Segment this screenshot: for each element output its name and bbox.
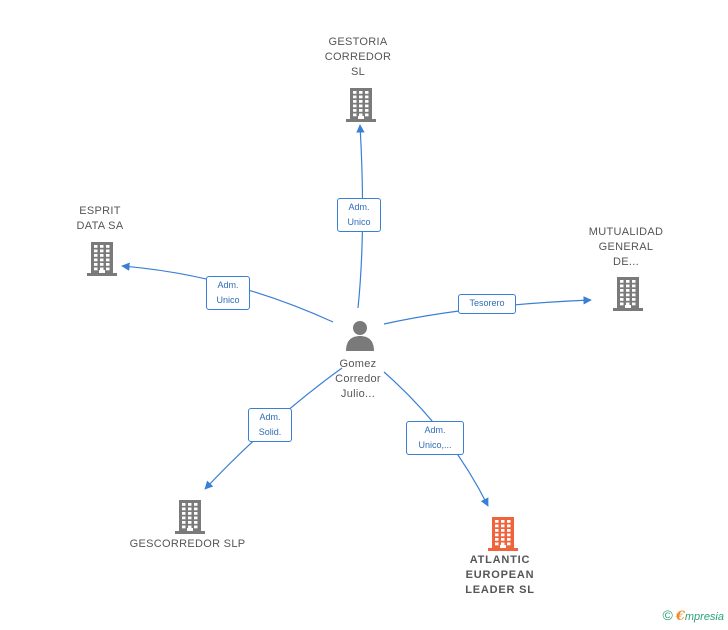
- company-label-atlantic-line: EUROPEAN: [465, 569, 535, 581]
- company-label-gestoria-line: SL: [350, 66, 366, 78]
- role-badge-esprit-line: Unico: [216, 295, 240, 305]
- company-label-gestoria-line: GESTORIA: [328, 36, 388, 48]
- copyright-symbol: ©: [662, 607, 673, 623]
- role-badge-atlantic-line: Adm.: [424, 425, 446, 435]
- role-badge-gescorredor[interactable]: Adm. Solid.: [248, 408, 292, 442]
- company-label-mutualidad-line: GENERAL: [598, 241, 654, 253]
- company-label-atlantic[interactable]: ATLANTIC EUROPEAN LEADER SL: [450, 553, 550, 598]
- company-label-mutualidad[interactable]: MUTUALIDAD GENERAL DE...: [581, 225, 671, 270]
- role-badge-gescorredor-line: Adm.: [259, 412, 281, 422]
- person-icon[interactable]: [343, 318, 377, 352]
- building-icon[interactable]: [487, 515, 519, 551]
- role-badge-gestoria-line: Adm.: [348, 202, 370, 212]
- center-person-label-line: Gomez: [339, 358, 377, 370]
- company-label-mutualidad-line: DE...: [613, 256, 639, 268]
- company-label-esprit[interactable]: ESPRIT DATA SA: [60, 204, 140, 234]
- company-label-esprit-line: DATA SA: [76, 220, 124, 232]
- brand-name: mpresia: [684, 611, 724, 623]
- company-label-gestoria[interactable]: GESTORIA CORREDOR SL: [318, 35, 398, 80]
- brand-logo-e: €: [675, 609, 685, 624]
- building-icon[interactable]: [174, 498, 206, 534]
- building-icon[interactable]: [612, 275, 644, 311]
- company-label-gescorredor-line: GESCORREDOR SLP: [129, 538, 246, 550]
- building-icon[interactable]: [86, 240, 118, 276]
- center-person-label-line: Julio...: [340, 388, 376, 400]
- building-icon[interactable]: [345, 86, 377, 122]
- footer-brand: ©€mpresia: [663, 607, 725, 624]
- role-badge-mutualidad-line: Tesorero: [469, 298, 505, 308]
- center-person-label-line: Corredor: [335, 373, 381, 385]
- role-badge-atlantic[interactable]: Adm. Unico,...: [406, 421, 464, 455]
- role-badge-gestoria-line: Unico: [347, 217, 371, 227]
- role-badge-mutualidad[interactable]: Tesorero: [458, 294, 516, 314]
- company-label-esprit-line: ESPRIT: [79, 205, 121, 217]
- role-badge-gestoria[interactable]: Adm. Unico: [337, 198, 381, 232]
- company-label-mutualidad-line: MUTUALIDAD: [588, 226, 664, 238]
- company-label-atlantic-line: ATLANTIC: [469, 554, 531, 566]
- role-badge-esprit-line: Adm.: [217, 280, 239, 290]
- company-label-atlantic-line: LEADER SL: [465, 584, 535, 596]
- company-label-gestoria-line: CORREDOR: [324, 51, 392, 63]
- role-badge-esprit[interactable]: Adm. Unico: [206, 276, 250, 310]
- role-badge-atlantic-line: Unico,...: [418, 440, 452, 450]
- role-badge-gescorredor-line: Solid.: [258, 427, 282, 437]
- company-label-gescorredor[interactable]: GESCORREDOR SLP: [110, 537, 265, 552]
